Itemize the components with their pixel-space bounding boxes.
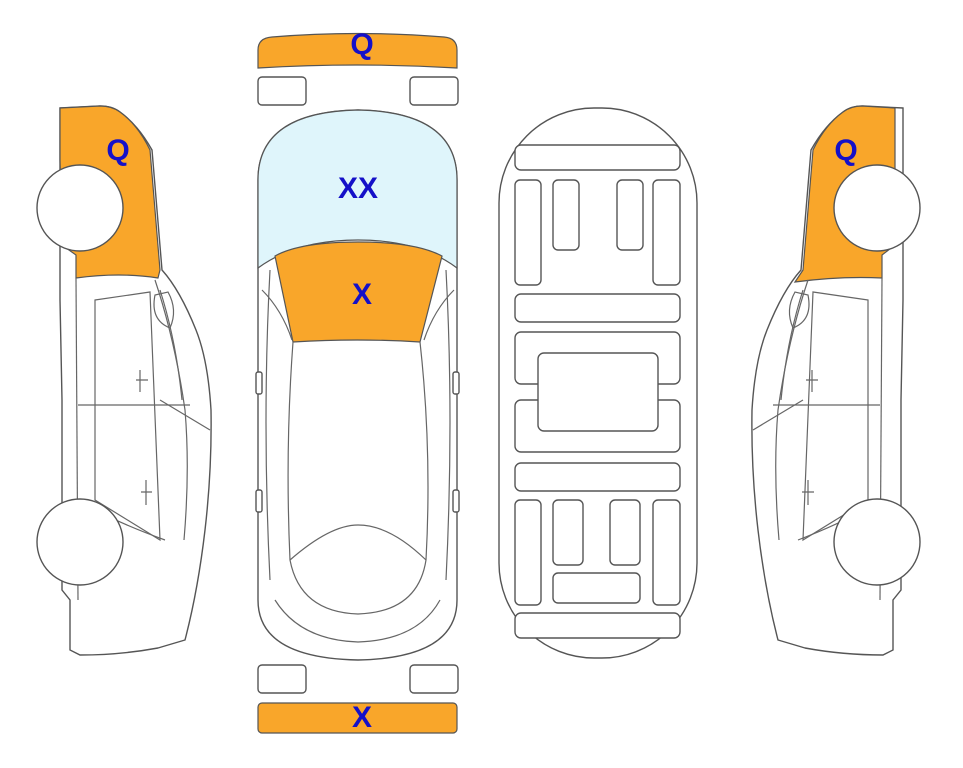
hood-damage[interactable] [274,241,443,343]
left-side-view: Q [36,105,212,656]
windshield-mark: XX [338,172,378,205]
right-front-wheel [833,164,921,252]
right-headlight [409,76,459,106]
front-bumper-damage[interactable] [257,32,458,69]
right-rear-wheel [833,498,921,586]
front-bumper-mark: Q [350,28,373,61]
right-side-view: Q [751,105,921,656]
rear-bumper-mark: X [352,701,372,734]
left-rear-wheel [36,498,124,586]
rear-bumper-damage[interactable] [257,702,458,734]
hood-mark: X [352,278,372,311]
underbody-center-panel [537,352,659,432]
right-taillight [409,664,459,694]
right-front-fender-mark: Q [834,134,857,167]
left-headlight [257,76,307,106]
underbody-view [498,107,698,659]
left-taillight [257,664,307,694]
left-front-wheel [36,164,124,252]
top-view: Q XX X X [255,28,460,734]
windshield-glass[interactable] [257,109,458,270]
left-front-fender-mark: Q [106,134,129,167]
